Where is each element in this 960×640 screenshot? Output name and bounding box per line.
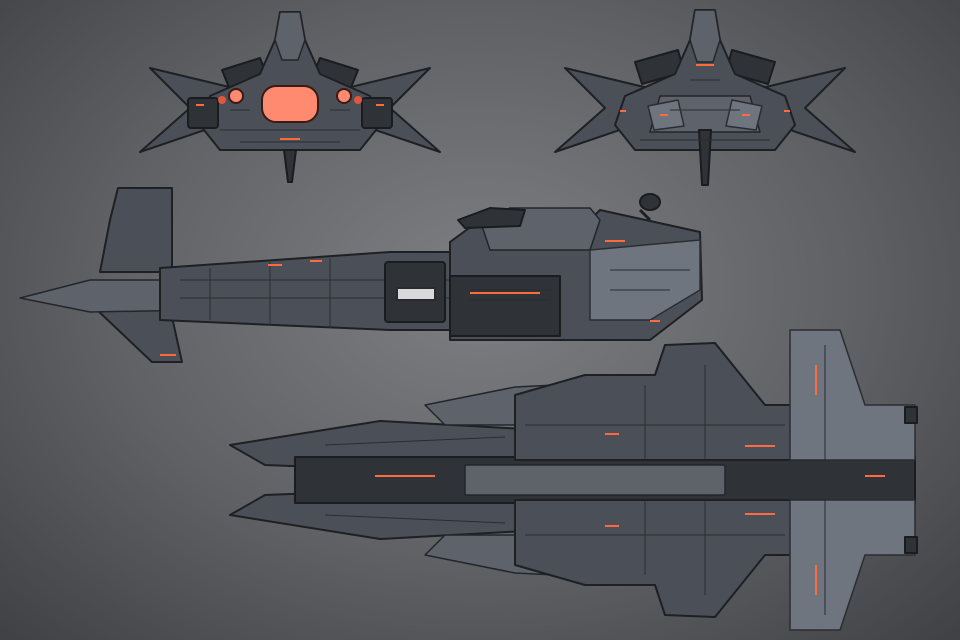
right-side-panel xyxy=(361,97,393,129)
sensor-dish xyxy=(639,193,661,211)
engine-section xyxy=(449,275,561,337)
lower-main-wing xyxy=(514,499,826,618)
right-small-light xyxy=(354,96,362,104)
main-engine-glow xyxy=(261,85,319,123)
left-side-panel xyxy=(187,97,219,129)
engine-nub-1 xyxy=(904,406,918,424)
upper-main-wing xyxy=(514,342,826,461)
hangar-window xyxy=(396,287,436,301)
forward-armor xyxy=(589,239,701,321)
body-upper-plate xyxy=(274,11,306,61)
bridge-tower xyxy=(457,207,526,229)
body-upper-plate xyxy=(689,9,721,63)
rear-view xyxy=(554,9,856,186)
upper-tail-fin xyxy=(99,187,173,273)
front-view xyxy=(139,11,441,183)
left-small-light xyxy=(218,96,226,104)
right-engine-glow xyxy=(336,88,352,104)
side-view xyxy=(19,187,703,363)
top-view xyxy=(229,329,918,631)
left-engine-glow xyxy=(228,88,244,104)
lower-fin xyxy=(698,129,712,186)
engine-nub-2 xyxy=(904,536,918,554)
spine-core xyxy=(464,464,726,496)
upper-rear-fin xyxy=(789,329,916,461)
lower-fin xyxy=(283,149,297,183)
lower-rear-fin xyxy=(789,499,916,631)
